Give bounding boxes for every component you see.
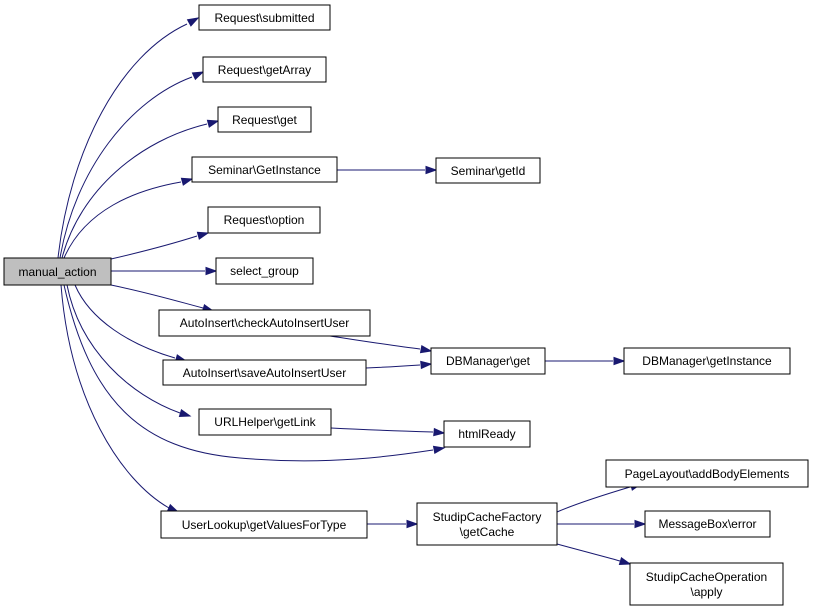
edge-autoinsert_check-to-dbmanager_get (329, 335, 433, 354)
edge-line (66, 284, 181, 414)
edge-line (60, 284, 170, 509)
node-label: Seminar\GetInstance (208, 163, 321, 177)
edge-userlookup_getvalues-to-cachefactory_getcache (367, 519, 419, 529)
edge-seminar_getinstance-to-seminar_getid (337, 165, 438, 175)
edge-cachefactory_getcache-to-messagebox_error (557, 519, 647, 529)
edges-layer (57, 17, 647, 566)
node-seminar-getinstance[interactable]: Seminar\GetInstance (191, 156, 338, 183)
arrowhead-icon (419, 344, 433, 354)
node-label: UserLookup\getValuesForType (182, 518, 347, 532)
edge-manual_action-to-userlookup_getvalues (60, 284, 180, 513)
edge-line (63, 181, 182, 259)
node-label: Seminar\getId (451, 164, 526, 178)
arrowhead-icon (178, 408, 192, 418)
edge-line (63, 284, 434, 462)
node-label: Request\submitted (214, 11, 314, 25)
arrowhead-icon (406, 519, 419, 529)
node-dbmanager-getinstance[interactable]: DBManager\getInstance (623, 347, 791, 375)
node-label-line-1: StudipCacheFactory (433, 510, 542, 524)
edge-line (556, 543, 621, 562)
edge-manual_action-to-htmlready (63, 284, 446, 462)
arrowhead-icon (206, 119, 220, 128)
arrowhead-icon (186, 17, 200, 27)
node-label: AutoInsert\saveAutoInsertUser (183, 366, 346, 380)
node-urlhelper-getlink[interactable]: URLHelper\getLink (198, 408, 332, 436)
node-pagelayout-addbodyelements[interactable]: PageLayout\addBodyElements (605, 459, 809, 488)
node-label: Request\get (232, 113, 297, 127)
node-select-group[interactable]: select_group (215, 257, 314, 285)
node-label: htmlReady (458, 427, 515, 441)
edge-dbmanager_get-to-dbmanager_getinstance (545, 356, 626, 366)
node-dbmanager-get[interactable]: DBManager\get (430, 347, 546, 375)
node-studipcachefactory-getcache[interactable]: StudipCacheFactory \getCache (416, 502, 558, 546)
node-label: AutoInsert\checkAutoInsertUser (180, 316, 349, 330)
arrowhead-icon (420, 360, 433, 370)
node-label: MessageBox\error (658, 517, 756, 531)
edge-manual_action-to-select_group (111, 266, 218, 276)
node-label: Request\option (224, 213, 305, 227)
edge-autoinsert_save-to-dbmanager_get (365, 360, 433, 370)
node-label-line-1: StudipCacheOperation (646, 570, 767, 584)
node-request-submitted[interactable]: Request\submitted (198, 4, 331, 31)
arrowhead-icon (191, 71, 205, 81)
edge-manual_action-to-request_submitted (57, 17, 200, 259)
edge-manual_action-to-request_get (61, 119, 220, 259)
edge-urlhelper_getlink-to-htmlready (330, 427, 446, 437)
edge-line (365, 364, 421, 369)
node-label: Request\getArray (218, 63, 311, 77)
node-request-getarray[interactable]: Request\getArray (202, 56, 327, 83)
node-studipcacheoperation-apply[interactable]: StudipCacheOperation \apply (629, 562, 784, 606)
node-label: PageLayout\addBodyElements (625, 467, 790, 481)
arrowhead-icon (613, 356, 626, 366)
edge-cachefactory_getcache-to-cacheop_apply (556, 543, 632, 566)
node-manual-action[interactable]: manual_action (3, 257, 112, 286)
arrowhead-icon (433, 427, 446, 437)
node-autoinsert-checkautoinsertuser[interactable]: AutoInsert\checkAutoInsertUser (158, 309, 371, 337)
edge-line (556, 486, 631, 513)
edge-manual_action-to-request_option (110, 231, 210, 260)
node-autoinsert-saveautoinsertuser[interactable]: AutoInsert\saveAutoInsertUser (162, 359, 367, 386)
node-label: URLHelper\getLink (214, 415, 316, 429)
nodes-layer: manual_action Request\submitted Request\… (3, 4, 809, 606)
node-userlookup-getvaluesfortype[interactable]: UserLookup\getValuesForType (160, 510, 368, 539)
node-request-option[interactable]: Request\option (207, 206, 321, 234)
arrowhead-icon (205, 266, 218, 276)
edge-line (330, 427, 434, 433)
node-label: manual_action (18, 265, 96, 279)
edge-cachefactory_getcache-to-pagelayout_addbody (556, 482, 643, 513)
arrowhead-icon (196, 231, 210, 240)
edge-manual_action-to-seminar_getinstance (63, 177, 194, 259)
arrowhead-icon (425, 165, 438, 175)
node-label: DBManager\getInstance (642, 354, 772, 368)
edge-manual_action-to-urlhelper_getlink (66, 284, 192, 418)
node-label: select_group (230, 264, 299, 278)
node-label-line-2: \apply (690, 585, 722, 599)
node-messagebox-error[interactable]: MessageBox\error (644, 510, 771, 538)
node-label-line-2: \getCache (460, 525, 515, 539)
edge-manual_action-to-request_getarray (59, 71, 205, 259)
edge-manual_action-to-autoinsert_check (110, 284, 215, 313)
edge-line (110, 235, 198, 260)
node-label: DBManager\get (446, 354, 531, 368)
node-request-get[interactable]: Request\get (217, 106, 312, 133)
arrowhead-icon (180, 177, 194, 186)
edge-line (61, 123, 208, 259)
arrowhead-icon (432, 445, 446, 455)
arrowhead-icon (618, 556, 632, 566)
edge-line (74, 284, 176, 359)
edge-line (329, 335, 421, 350)
node-seminar-getid[interactable]: Seminar\getId (435, 157, 541, 184)
edge-line (59, 76, 193, 259)
edge-line (110, 284, 204, 309)
node-htmlready[interactable]: htmlReady (443, 420, 531, 448)
arrowhead-icon (634, 519, 647, 529)
edge-line (57, 23, 188, 259)
